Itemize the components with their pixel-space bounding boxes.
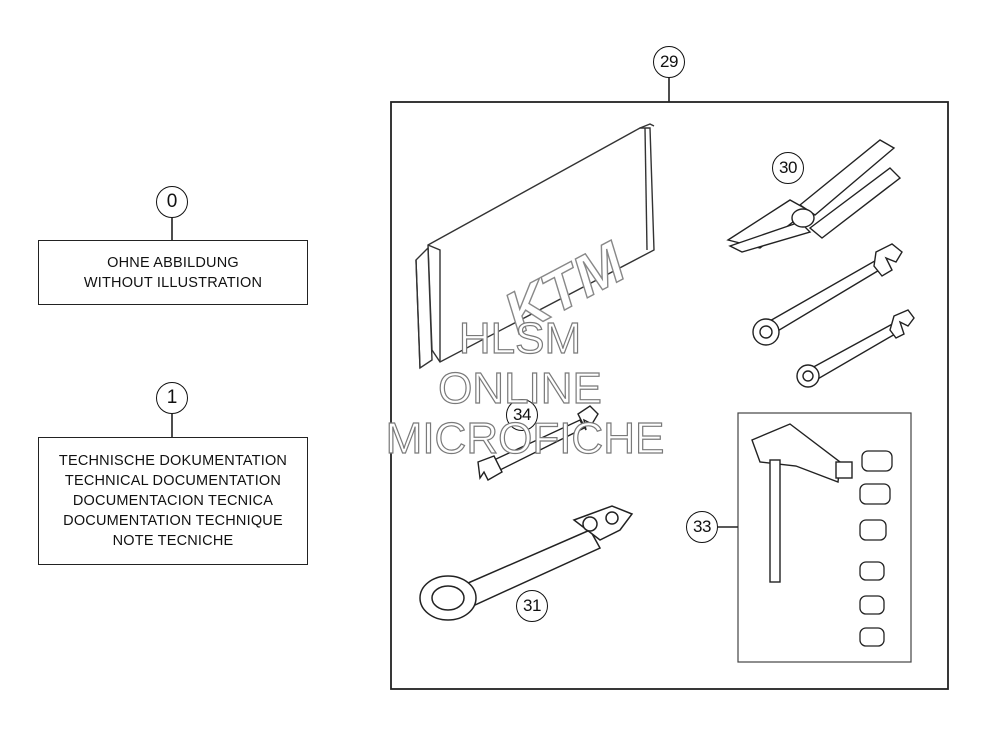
- callout-30-text: 30: [779, 158, 797, 177]
- callout-33-text: 33: [693, 517, 711, 536]
- ring-spanner: [419, 505, 634, 621]
- callout-1-text: 1: [166, 387, 178, 408]
- callout-1: 1: [156, 382, 188, 414]
- without-illustration-box: OHNE ABBILDUNG WITHOUT ILLUSTRATION: [38, 240, 308, 305]
- callout-34: 34: [506, 399, 538, 431]
- box1-line-1: TECHNISCHE DOKUMENTATION: [58, 453, 288, 469]
- callout-30: 30: [772, 152, 804, 184]
- manual-illustration: KTM: [415, 123, 655, 370]
- pliers-illustration: [726, 139, 902, 253]
- box0-line-2: WITHOUT ILLUSTRATION: [83, 274, 263, 291]
- callout-31: 31: [516, 590, 548, 622]
- callout-31-text: 31: [523, 596, 541, 615]
- combination-wrench-large: [752, 243, 903, 346]
- bit-set-frame: [737, 412, 912, 663]
- callout-0-text: 0: [166, 191, 178, 212]
- callout-29-text: 29: [660, 52, 678, 71]
- callout-33: 33: [686, 511, 718, 543]
- callout-34-text: 34: [513, 405, 531, 424]
- box0-line-1: OHNE ABBILDUNG: [107, 254, 239, 271]
- box1-line-2: TECHNICAL DOCUMENTATION: [64, 473, 282, 489]
- technical-documentation-box: TECHNISCHE DOKUMENTATION TECHNICAL DOCUM…: [38, 437, 308, 565]
- open-end-wrench: [477, 405, 599, 481]
- t-handle-bit-driver: [751, 423, 853, 583]
- box1-line-5: NOTE TECNICHE: [112, 533, 234, 549]
- box1-line-3: DOCUMENTACION TECNICA: [72, 493, 274, 509]
- socket-bit-set: [859, 450, 893, 647]
- combination-wrench-small: [796, 309, 915, 388]
- callout-0: 0: [156, 186, 188, 218]
- callout-29: 29: [653, 46, 685, 78]
- box1-line-4: DOCUMENTATION TECHNIQUE: [63, 513, 283, 529]
